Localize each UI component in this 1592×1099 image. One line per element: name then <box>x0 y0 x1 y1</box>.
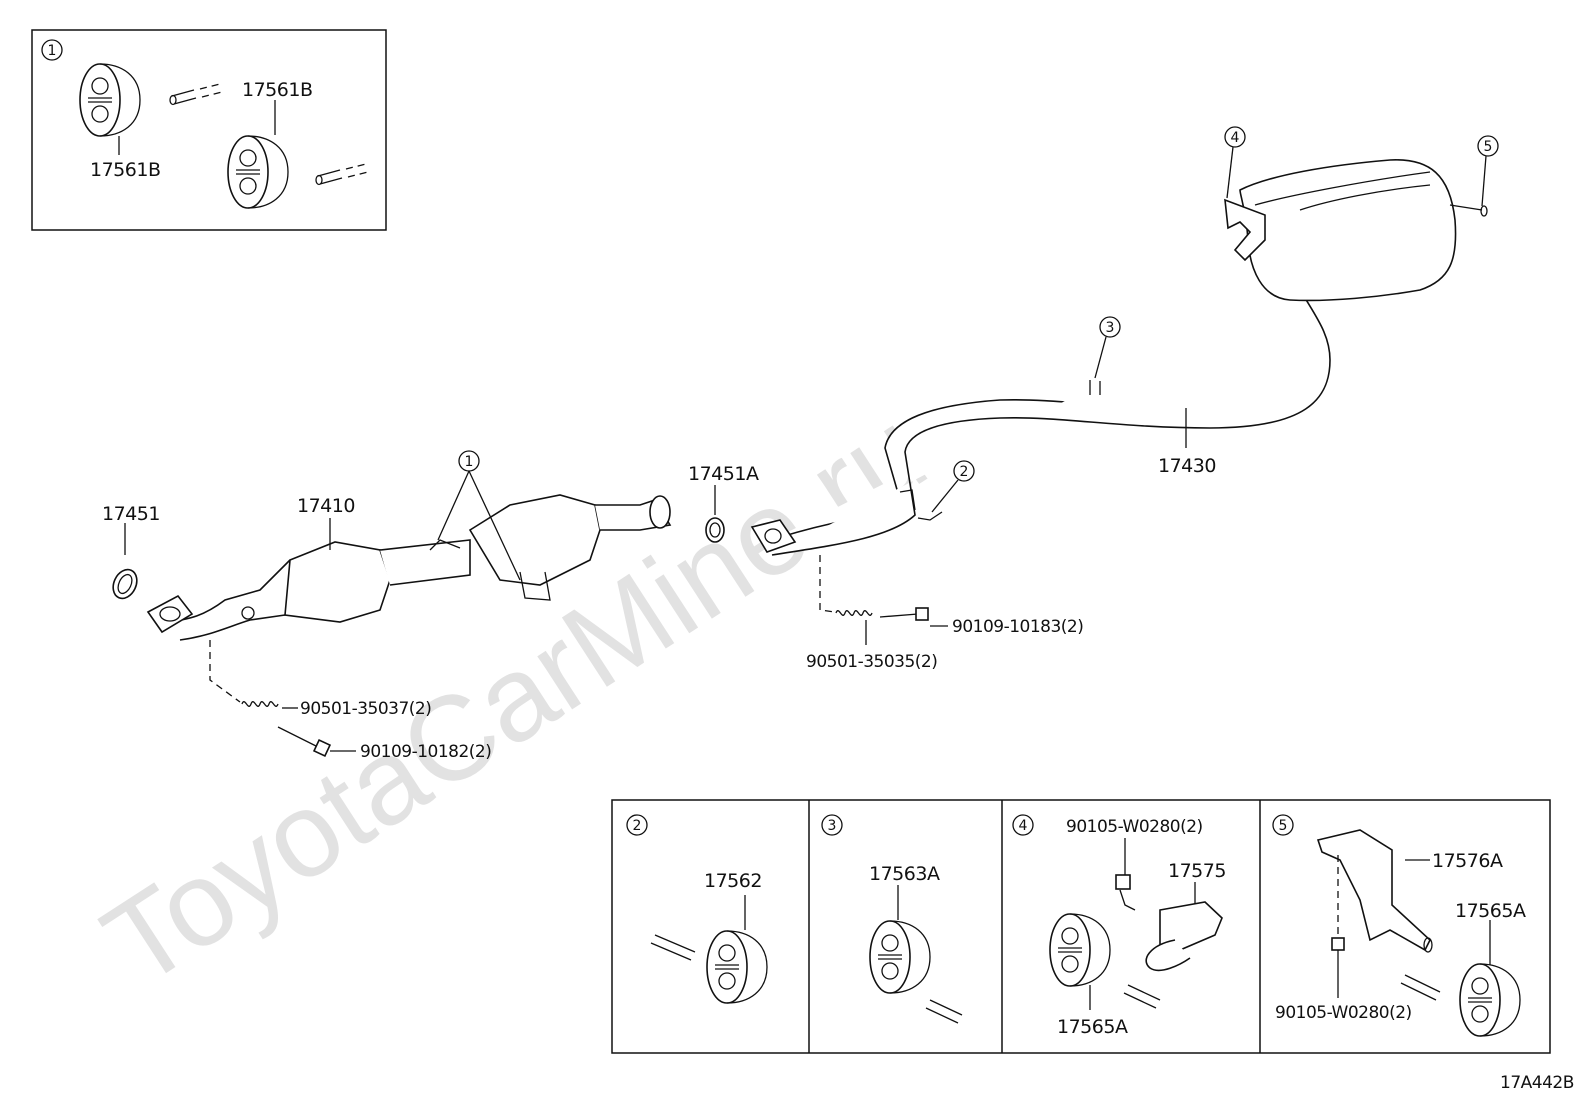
part-17410: 17410 <box>297 495 355 517</box>
panel-5-part-0: 17576A <box>1432 850 1503 872</box>
hanger-17561b-b <box>227 135 289 209</box>
callout-1-box: 1 <box>41 39 63 61</box>
callout-1-box-label: 1 <box>48 43 57 59</box>
callout-1: 1 <box>437 450 521 581</box>
panel-3-label: 3 <box>828 818 837 834</box>
panel-4-part-1: 17575 <box>1168 860 1226 882</box>
panel-4-part-0: 90105-W0280(2) <box>1066 817 1203 837</box>
panel-2-part-0: 17562 <box>704 870 762 892</box>
callout-5: 5 <box>1477 135 1499 207</box>
flange-center <box>750 519 797 553</box>
part-90501-35037: 90501-35037(2) <box>300 699 431 719</box>
callout-2: 2 <box>931 460 975 513</box>
part-17561b-a: 17561B <box>90 159 160 181</box>
watermark: ToyotaCarMine.ru <box>81 384 948 1012</box>
part-90501-35035: 90501-35035(2) <box>806 652 937 672</box>
callout-4-label: 4 <box>1231 130 1240 146</box>
gasket-17451 <box>112 568 138 600</box>
callout-3: 3 <box>1094 316 1121 379</box>
gasket-17451a <box>705 517 725 543</box>
spring-90501-35037 <box>241 701 279 707</box>
pin-b <box>315 163 369 186</box>
part-90109-10182: 90109-10182(2) <box>360 742 491 762</box>
panel-4-part-2: 17565A <box>1057 1016 1128 1038</box>
panel-5: 5 17576A 90105-W0280(2) 17565A <box>1272 814 1526 1037</box>
part-17451: 17451 <box>102 503 160 525</box>
panel-5-part-1: 17565A <box>1455 900 1526 922</box>
front-pipe-17410 <box>164 494 672 641</box>
callout-2-label: 2 <box>960 464 969 480</box>
callout-3-label: 3 <box>1106 320 1115 336</box>
hanger-17561b-a <box>79 63 141 137</box>
panel-2-label: 2 <box>633 818 642 834</box>
panel-4-label: 4 <box>1019 818 1028 834</box>
muffler <box>1224 159 1488 302</box>
flange-front <box>146 594 194 634</box>
callout-1-label: 1 <box>465 454 474 470</box>
bolt-90109-10183 <box>879 607 929 621</box>
detail-box-1 <box>31 29 387 231</box>
panel-2: 2 17562 <box>626 814 768 1004</box>
panel-4: 4 90105-W0280(2) 17575 17565A <box>1012 814 1226 1038</box>
callout-5-label: 5 <box>1484 139 1493 155</box>
part-17430: 17430 <box>1158 455 1216 477</box>
center-pipe-17430 <box>771 279 1331 556</box>
panel-3: 3 17563A <box>821 814 963 1024</box>
panel-5-part-2: 90105-W0280(2) <box>1275 1003 1412 1023</box>
part-17451a: 17451A <box>688 463 759 485</box>
part-90109-10183: 90109-10183(2) <box>952 617 1083 637</box>
panel-3-part-0: 17563A <box>869 863 940 885</box>
panel-5-label: 5 <box>1279 818 1288 834</box>
part-17561b-b: 17561B <box>242 79 312 101</box>
spring-90501-35035 <box>835 610 873 616</box>
drawing-code: 17A442B <box>1500 1073 1574 1093</box>
bolt-90109-10182 <box>277 726 332 758</box>
pin-a <box>169 83 223 106</box>
callout-4: 4 <box>1224 126 1246 199</box>
detail-panels <box>611 799 1551 1054</box>
